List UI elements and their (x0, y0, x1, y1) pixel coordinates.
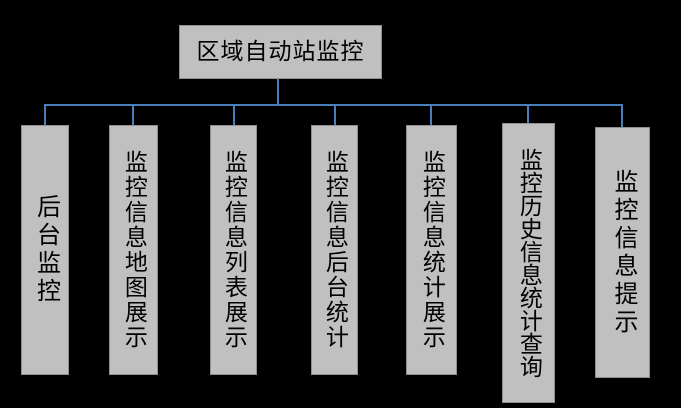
connector-drop-2 (132, 104, 134, 126)
node-child-5-label: 监控信息统计展示 (419, 150, 445, 350)
node-child-1-label: 后台监控 (32, 194, 59, 306)
node-child-4-label: 监控信息后台统计 (322, 150, 348, 350)
connector-drop-1 (44, 104, 46, 126)
node-child-2: 监控信息地图展示 (109, 125, 158, 375)
connector-drop-5 (430, 104, 432, 126)
node-child-3: 监控信息列表展示 (210, 125, 257, 375)
connector-drop-4 (334, 104, 336, 126)
node-child-6: 监控历史信息统计查询 (502, 123, 555, 403)
node-root-label: 区域自动站监控 (196, 39, 365, 65)
node-child-5: 监控信息统计展示 (406, 125, 457, 375)
node-child-7-label: 监控信息提示 (609, 168, 636, 337)
node-child-4: 监控信息后台统计 (311, 125, 358, 375)
connector-drop-3 (233, 104, 235, 126)
node-child-1: 后台监控 (21, 125, 69, 375)
node-child-6-label: 监控历史信息统计查询 (516, 148, 542, 378)
node-child-3-label: 监控信息列表展示 (221, 150, 247, 350)
connector-root-stem (277, 79, 279, 106)
connector-drop-7 (621, 104, 623, 128)
node-child-7: 监控信息提示 (595, 127, 650, 378)
node-root: 区域自动站监控 (179, 25, 382, 79)
connector-drop-6 (527, 104, 529, 124)
node-child-2-label: 监控信息地图展示 (121, 150, 147, 350)
